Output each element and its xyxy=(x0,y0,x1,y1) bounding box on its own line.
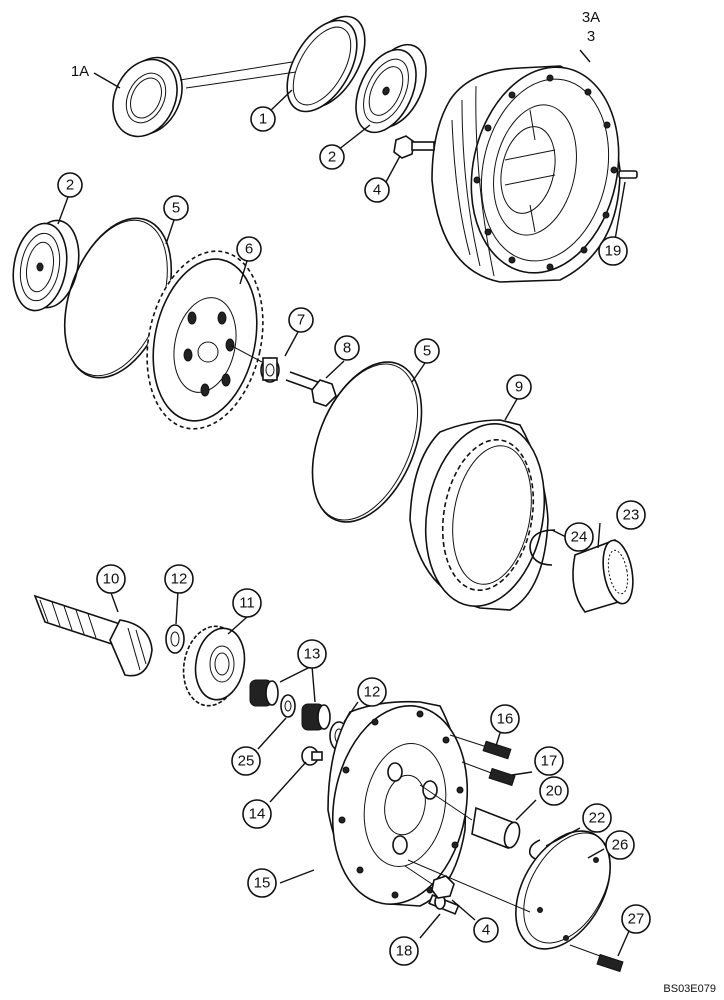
callout-7: 7 xyxy=(288,307,314,333)
part-2-bearing-upper xyxy=(355,43,427,134)
callout-8: 8 xyxy=(334,335,360,361)
part-23-splined-sleeve xyxy=(572,539,634,613)
part-27-screw xyxy=(569,944,624,973)
svg-text:25: 25 xyxy=(238,753,255,770)
callout-5-left: 5 xyxy=(163,195,189,221)
part-25-spacer xyxy=(280,694,296,718)
part-9-ring-gear xyxy=(409,419,549,611)
part-4-bolt-lower xyxy=(404,865,455,899)
callout-3: 3 xyxy=(587,28,595,45)
callout-12-left: 12 xyxy=(164,564,194,594)
part-13-needle-bearing-1 xyxy=(249,679,279,707)
svg-text:16: 16 xyxy=(497,711,514,728)
svg-text:5: 5 xyxy=(423,343,431,360)
svg-text:1A: 1A xyxy=(71,63,89,80)
svg-text:4: 4 xyxy=(373,182,381,199)
reference-code: BS03E079 xyxy=(663,983,716,995)
svg-text:2: 2 xyxy=(328,149,336,166)
callout-12-right: 12 xyxy=(357,677,387,707)
callout-24: 24 xyxy=(564,522,594,552)
svg-text:23: 23 xyxy=(623,507,640,524)
part-11-planet-gear xyxy=(182,625,246,707)
callout-2-middle: 2 xyxy=(57,172,83,198)
svg-text:15: 15 xyxy=(254,875,271,892)
part-19-pin xyxy=(618,170,638,179)
part-17-stud xyxy=(461,761,516,787)
callout-9: 9 xyxy=(506,374,532,400)
svg-text:19: 19 xyxy=(605,243,622,260)
part-12-washer-left xyxy=(165,624,185,654)
svg-text:27: 27 xyxy=(628,911,645,928)
callout-11: 11 xyxy=(232,588,262,618)
callout-22: 22 xyxy=(582,803,612,833)
callout-19: 19 xyxy=(598,236,628,266)
svg-text:7: 7 xyxy=(297,312,305,329)
part-2-bearing-middle xyxy=(12,219,80,312)
callout-16: 16 xyxy=(490,704,520,734)
callout-5-right: 5 xyxy=(414,338,440,364)
callout-14: 14 xyxy=(242,799,272,829)
link-line-1a-lower xyxy=(185,71,297,89)
part-15-carrier xyxy=(327,700,469,907)
svg-text:6: 6 xyxy=(245,241,253,258)
callout-20: 20 xyxy=(539,776,569,806)
svg-text:20: 20 xyxy=(546,783,563,800)
part-20-planet-pin xyxy=(419,784,521,850)
callout-15: 15 xyxy=(247,868,277,898)
callout-1a: 1A xyxy=(71,63,89,80)
part-13-needle-bearing-2 xyxy=(301,703,331,731)
link-line-1a xyxy=(179,61,293,81)
callout-26: 26 xyxy=(605,830,635,860)
svg-text:10: 10 xyxy=(103,571,120,588)
callout-1: 1 xyxy=(250,106,276,132)
svg-text:22: 22 xyxy=(589,810,606,827)
callout-25: 25 xyxy=(231,746,261,776)
svg-text:5: 5 xyxy=(172,200,180,217)
svg-text:26: 26 xyxy=(612,837,629,854)
svg-text:9: 9 xyxy=(515,379,523,396)
part-16-stud xyxy=(449,734,512,760)
svg-text:12: 12 xyxy=(171,571,188,588)
part-7-spacer xyxy=(260,357,280,383)
callout-6: 6 xyxy=(236,236,262,262)
part-4-bolt-upper xyxy=(393,135,435,159)
callout-2-upper: 2 xyxy=(319,144,345,170)
callout-3a: 3A xyxy=(582,9,600,26)
callout-18: 18 xyxy=(389,936,419,966)
callout-27: 27 xyxy=(621,904,651,934)
callout-17: 17 xyxy=(534,746,564,776)
part-5-o-ring-right xyxy=(311,361,423,523)
svg-text:1: 1 xyxy=(259,111,267,128)
svg-text:2: 2 xyxy=(66,177,74,194)
callout-10: 10 xyxy=(96,564,126,594)
svg-text:4: 4 xyxy=(482,922,490,939)
part-1-seal-ring xyxy=(286,15,366,113)
svg-text:12: 12 xyxy=(364,684,381,701)
callout-4-upper: 4 xyxy=(364,177,390,203)
part-8-bolt xyxy=(285,371,337,407)
part-6-gear xyxy=(146,250,264,430)
part-10-sun-shaft xyxy=(33,594,153,677)
part-14-pin xyxy=(301,746,323,766)
svg-text:3A: 3A xyxy=(582,9,600,26)
svg-text:8: 8 xyxy=(343,340,351,357)
svg-text:3: 3 xyxy=(587,28,595,45)
svg-text:14: 14 xyxy=(249,806,266,823)
callout-23: 23 xyxy=(616,500,646,530)
svg-text:17: 17 xyxy=(541,753,558,770)
svg-text:24: 24 xyxy=(571,529,588,546)
callout-13: 13 xyxy=(297,639,327,669)
svg-text:11: 11 xyxy=(239,595,255,612)
callout-4-lower: 4 xyxy=(473,917,499,943)
svg-text:13: 13 xyxy=(304,646,321,663)
part-26-cover xyxy=(407,830,611,950)
svg-text:18: 18 xyxy=(396,943,413,960)
link-line-6-7 xyxy=(229,344,263,363)
part-3-hub-housing xyxy=(431,65,621,283)
part-24-snap-ring xyxy=(529,529,556,566)
part-1a-seal xyxy=(112,56,183,138)
